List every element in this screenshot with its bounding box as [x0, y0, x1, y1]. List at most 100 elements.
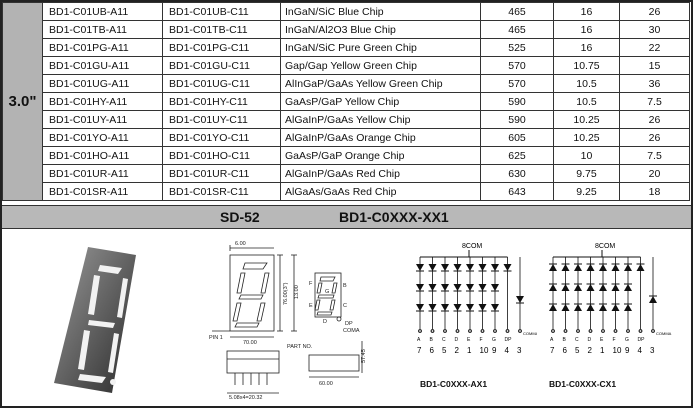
seg-label-d: D [323, 319, 327, 325]
anode-cell: BD1-C01GU-A11 [42, 56, 163, 75]
iv-cell: 18 [619, 182, 690, 201]
comma-label: COMMA [656, 331, 672, 336]
caption-cathode: BD1-C0XXX-CX1 [549, 379, 617, 389]
material-cell: GaAsP/GaP Yellow Chip [280, 92, 481, 111]
series-label: BD1-C0XXX-XX1 [339, 209, 449, 225]
pin-number: 5 [442, 346, 447, 355]
pin-number: 7 [550, 346, 555, 355]
diode-icon [428, 304, 437, 311]
anode-cell: BD1-C01HO-A11 [42, 146, 163, 165]
com-label: 8COM [595, 243, 615, 250]
pin-number: 10 [480, 346, 489, 355]
cathode-cell: BD1-C01YO-C11 [162, 128, 281, 147]
diode-icon [491, 284, 499, 291]
material-cell: InGaN/SiC Blue Chip [280, 2, 481, 21]
seg-label-f: F [309, 281, 313, 287]
iv-cell: 36 [619, 74, 690, 93]
diode-icon [441, 284, 449, 291]
material-cell: InGaN/Al2O3 Blue Chip [280, 20, 481, 39]
pin-number: 10 [613, 346, 622, 355]
size-cell: 3.0" [2, 2, 43, 201]
diode-icon [624, 304, 632, 311]
anode-cell: BD1-C01UB-A11 [42, 2, 163, 21]
wavelength-cell: 570 [480, 74, 554, 93]
drawing-panel: 6.00 76.00(3") 13.00 70.00 PIN 1 PART NO… [2, 229, 691, 406]
diode-icon [561, 304, 570, 311]
material-cell: InGaN/SiC Pure Green Chip [280, 38, 481, 57]
seg-letter: B [430, 337, 434, 343]
seg-letter: F [613, 337, 616, 343]
diode-icon [599, 264, 607, 271]
pin-number: 1 [600, 346, 605, 355]
cathode-cell: BD1-C01GU-C11 [162, 56, 281, 75]
wavelength-cell: 605 [480, 128, 554, 147]
diode-icon [574, 264, 582, 271]
diode-icon [428, 264, 437, 271]
pin-number: 4 [638, 346, 643, 355]
seg-letter: DP [638, 337, 646, 343]
vf-cell: 16 [553, 20, 620, 39]
diode-icon [549, 304, 557, 311]
cathode-cell: BD1-C01PG-C11 [162, 38, 281, 57]
seg-letter: E [600, 337, 604, 343]
diode-icon [453, 284, 462, 291]
wavelength-cell: 590 [480, 110, 554, 129]
anode-cell: BD1-C01UY-A11 [42, 110, 163, 129]
dimension-drawing: 6.00 76.00(3") 13.00 70.00 PIN 1 PART NO… [209, 241, 367, 401]
iv-cell: 15 [619, 56, 690, 75]
part-no-label: PART NO. [287, 344, 313, 350]
wavelength-cell: 525 [480, 38, 554, 57]
anode-cell: BD1-C01PG-A11 [42, 38, 163, 57]
pin-number: 3 [650, 346, 655, 355]
wavelength-cell: 643 [480, 182, 554, 201]
diode-icon [549, 264, 557, 271]
material-cell: GaAsP/GaP Orange Chip [280, 146, 481, 165]
diode-icon [503, 264, 512, 271]
anode-cell: BD1-C01SR-A11 [42, 182, 163, 201]
wavelength-cell: 590 [480, 92, 554, 111]
diode-icon [416, 304, 424, 311]
pin-number: 3 [517, 346, 522, 355]
diode-icon [466, 264, 474, 271]
anode-cell: BD1-C01HY-A11 [42, 92, 163, 111]
cathode-cell: BD1-C01UY-C11 [162, 110, 281, 129]
dim-top: 6.00 [235, 241, 246, 247]
material-cell: AlGaInP/GaAs Yellow Chip [280, 110, 481, 129]
vf-cell: 10.25 [553, 110, 620, 129]
wavelength-cell: 465 [480, 2, 554, 21]
diode-icon [453, 304, 462, 311]
section-bar: SD-52 BD1-C0XXX-XX1 [2, 205, 691, 229]
diode-icon [611, 284, 620, 291]
anode-cell: BD1-C01UG-A11 [42, 74, 163, 93]
anode-cell: BD1-C01TB-A11 [42, 20, 163, 39]
diode-icon [624, 284, 632, 291]
diode-icon [611, 304, 620, 311]
cathode-cell: BD1-C01TB-C11 [162, 20, 281, 39]
diode-icon [611, 264, 620, 271]
model-label: SD-52 [220, 209, 260, 225]
diode-icon [416, 284, 424, 291]
iv-cell: 26 [619, 110, 690, 129]
diode-icon [428, 284, 437, 291]
seg-letter: D [455, 337, 459, 343]
iv-cell: 7.5 [619, 146, 690, 165]
anode-cell: BD1-C01YO-A11 [42, 128, 163, 147]
pin1-label: PIN 1 [209, 335, 223, 341]
diode-icon [478, 264, 487, 271]
pin-number: 5 [575, 346, 580, 355]
seven-segment-display-icon [54, 247, 136, 393]
diode-icon [586, 304, 595, 311]
vf-cell: 10.5 [553, 74, 620, 93]
pin-number: 1 [467, 346, 472, 355]
diode-icon [491, 264, 499, 271]
